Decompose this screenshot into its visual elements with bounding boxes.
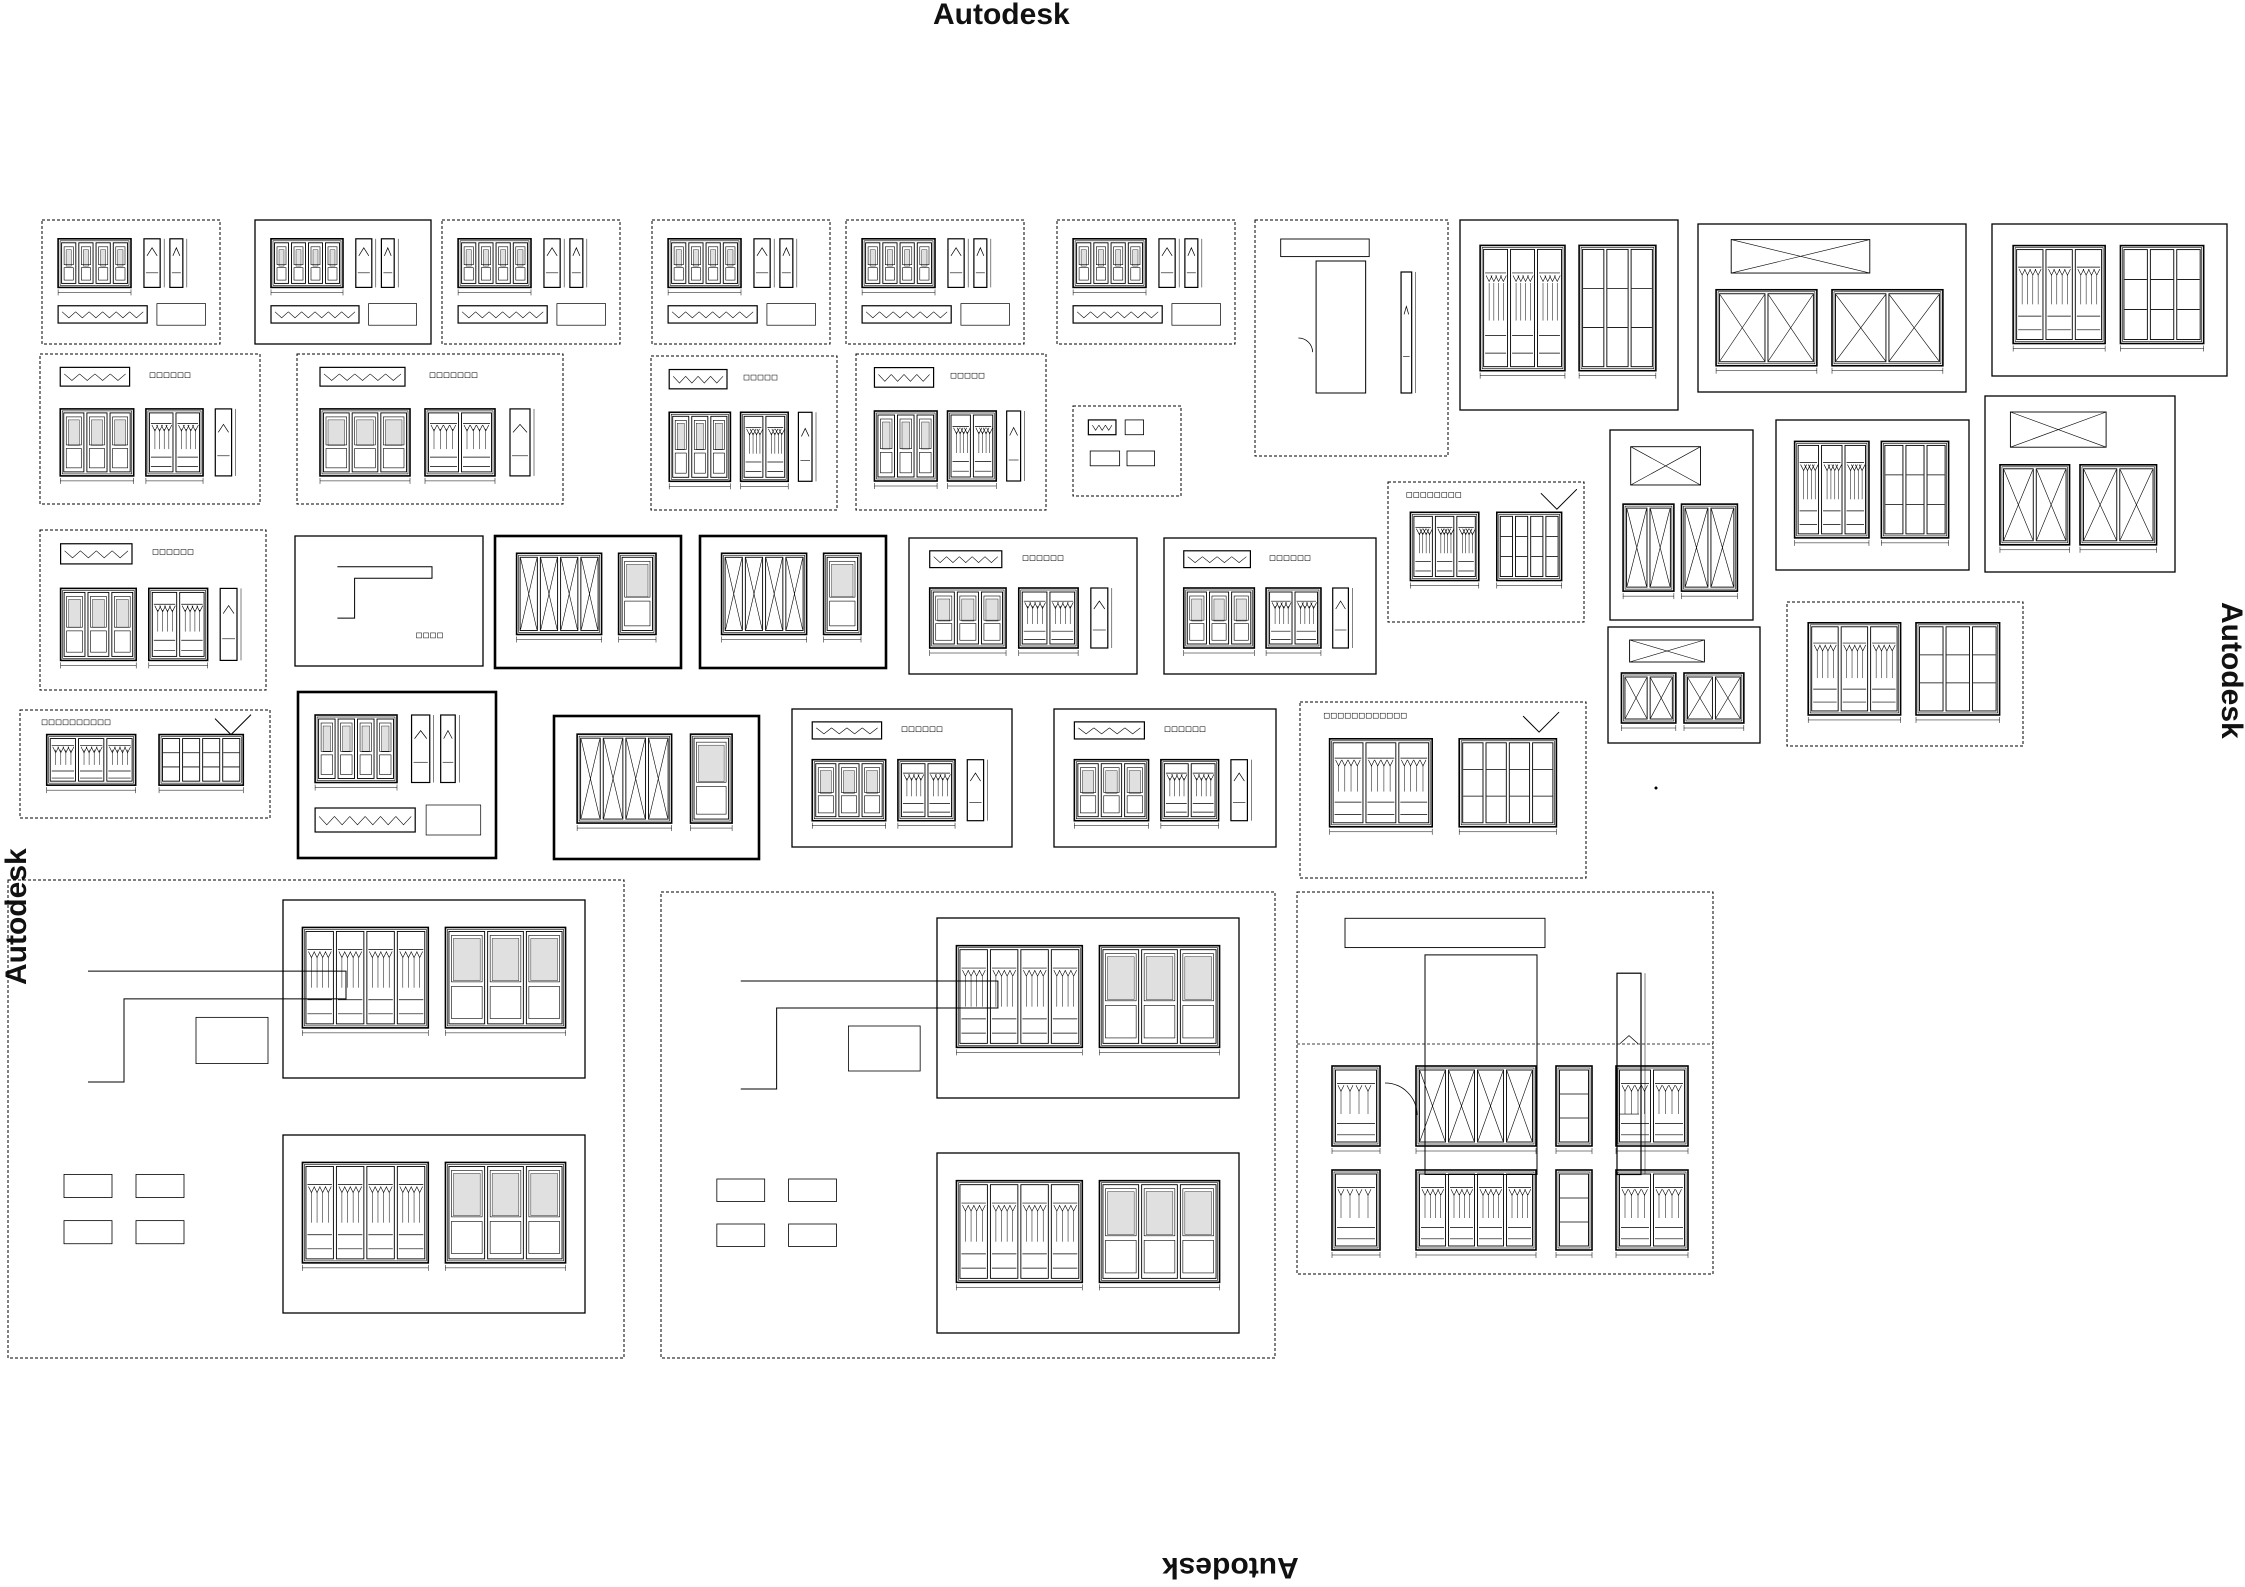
drawing-sheet-12[interactable]: [296, 353, 564, 505]
drawing-sheet-30[interactable]: [552, 714, 761, 861]
drawing-sheet-40[interactable]: [936, 1152, 1240, 1334]
drawing-sheet-19[interactable]: [1984, 395, 2176, 573]
drawing-sheet-38[interactable]: [282, 1134, 586, 1314]
drawing-sheet-2[interactable]: [254, 219, 432, 345]
drawing-sheet-11[interactable]: [39, 353, 261, 505]
drawing-sheet-21[interactable]: [294, 535, 484, 667]
drawing-sheet-29[interactable]: [296, 690, 498, 860]
stray-mark: [1654, 786, 1658, 790]
drawing-sheet-35[interactable]: [660, 891, 1276, 1359]
drawing-sheet-36[interactable]: [1296, 891, 1714, 1275]
drawing-sheet-1[interactable]: [41, 219, 221, 345]
watermark-top: Autodesk: [933, 0, 1070, 31]
drawing-sheet-14[interactable]: [855, 353, 1047, 511]
drawing-sheet-13[interactable]: [650, 355, 838, 511]
drawing-sheet-17[interactable]: [1609, 429, 1754, 621]
drawing-sheet-16[interactable]: [1387, 481, 1585, 623]
drawing-sheet-26[interactable]: [1607, 626, 1761, 744]
drawing-sheet-24[interactable]: [908, 537, 1138, 675]
drawing-sheet-5[interactable]: [845, 219, 1025, 345]
drawing-sheet-25[interactable]: [1163, 537, 1377, 675]
drawing-sheet-28[interactable]: [19, 709, 271, 819]
drawing-sheet-32[interactable]: [1053, 708, 1277, 848]
drawing-sheet-10[interactable]: [1991, 223, 2228, 377]
drawing-sheet-36-lower[interactable]: [1297, 1043, 1713, 1258]
drawing-sheet-20[interactable]: [39, 529, 267, 691]
drawing-sheet-3[interactable]: [441, 219, 621, 345]
drawing-sheet-27[interactable]: [1786, 601, 2024, 747]
drawing-sheet-23[interactable]: [698, 534, 888, 670]
drawing-sheet-9[interactable]: [1697, 223, 1967, 393]
drawing-sheet-4[interactable]: [651, 219, 831, 345]
drawing-sheet-39[interactable]: [936, 917, 1240, 1099]
drawing-sheet-31[interactable]: [791, 708, 1013, 848]
drawing-sheet-33[interactable]: [1299, 701, 1587, 879]
drawing-sheet-37[interactable]: [282, 899, 586, 1079]
drawing-sheet-8[interactable]: [1459, 219, 1679, 411]
drawing-sheet-15[interactable]: [1072, 405, 1182, 497]
drawing-sheet-18[interactable]: [1775, 419, 1970, 571]
drawing-sheet-6[interactable]: [1056, 219, 1236, 345]
drawing-sheet-7[interactable]: [1254, 219, 1449, 457]
drawing-sheet-22[interactable]: [493, 534, 683, 670]
